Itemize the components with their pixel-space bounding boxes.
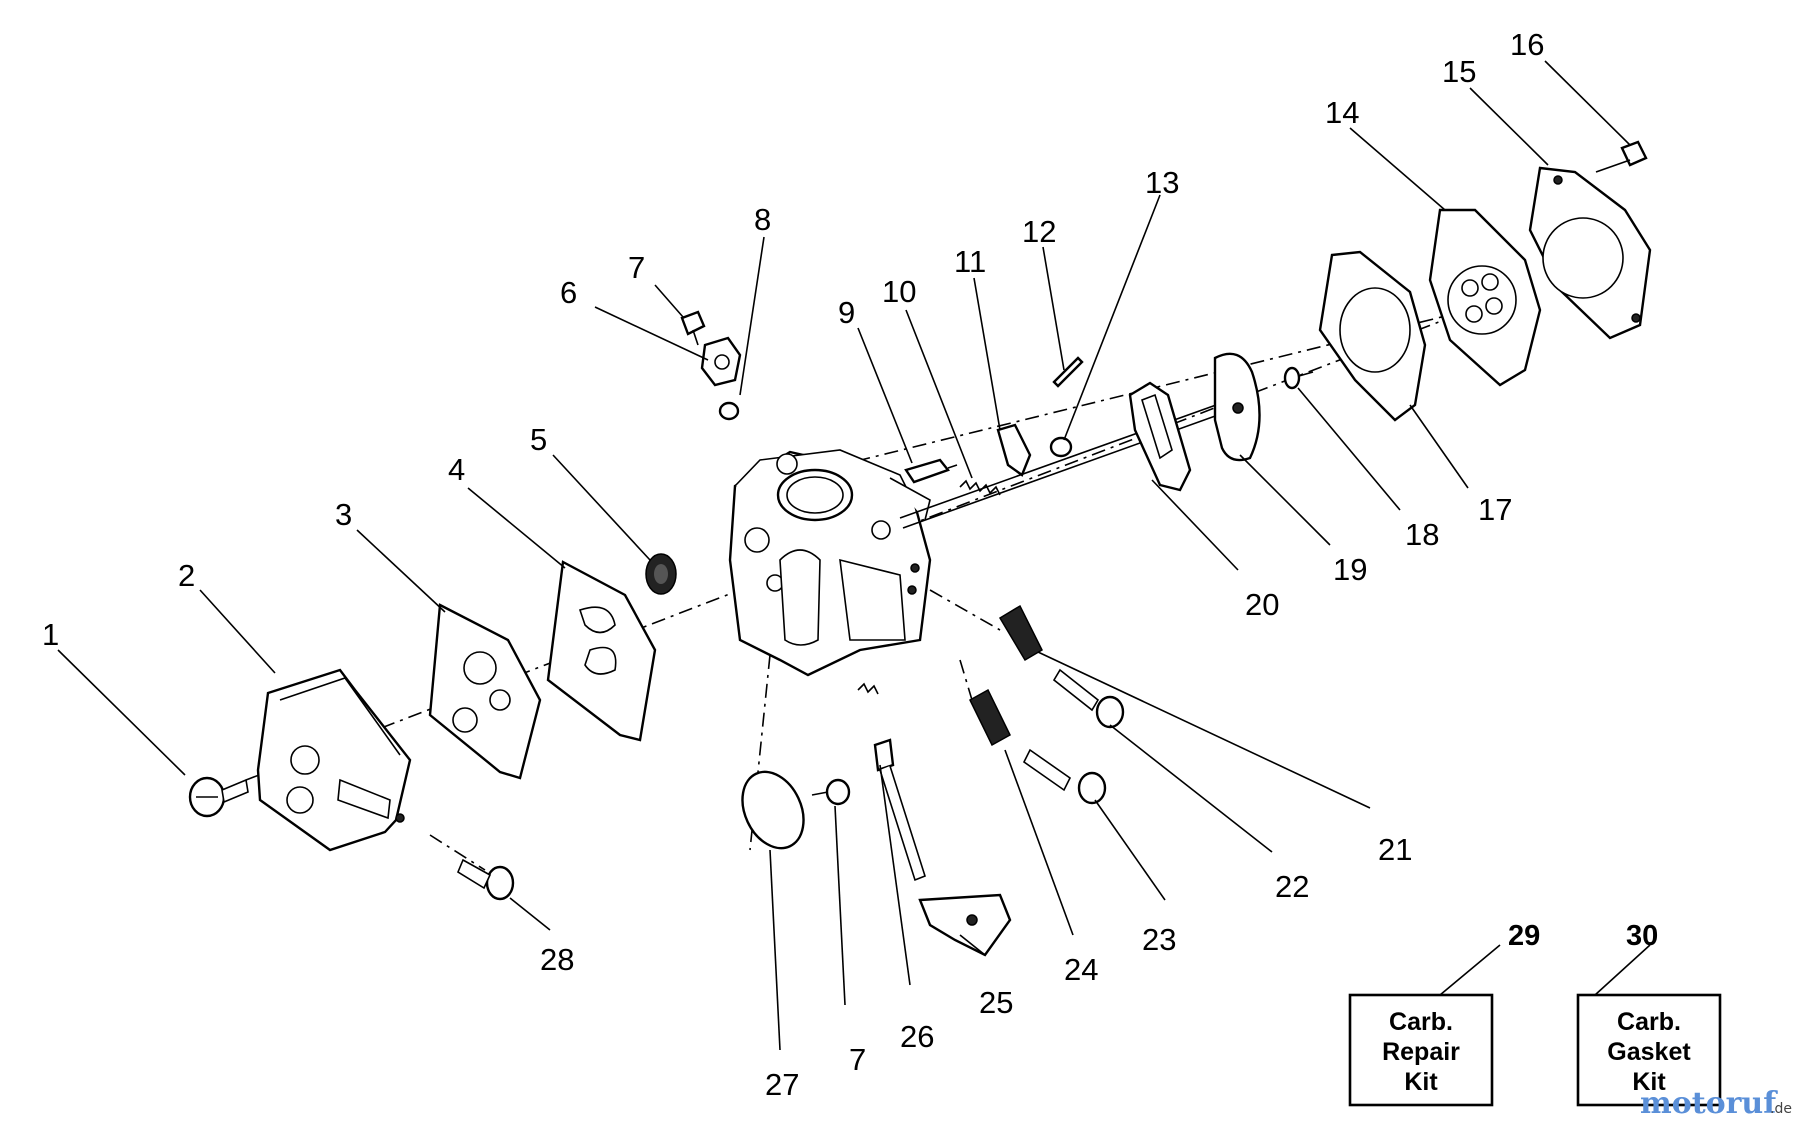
callout-11: 11 bbox=[954, 244, 986, 279]
callout-27: 27 bbox=[765, 1067, 799, 1102]
part-11-lever bbox=[996, 423, 1032, 477]
part-4-gasket bbox=[546, 560, 657, 742]
kit-box-repair: Carb. Repair Kit bbox=[1348, 993, 1494, 1107]
callout-1: 1 bbox=[42, 617, 59, 652]
callout-2: 2 bbox=[178, 558, 195, 593]
part-10-spring bbox=[959, 479, 1001, 496]
leader-lines bbox=[57, 60, 1651, 1051]
callout-9: 9 bbox=[838, 295, 855, 330]
part-25-lever bbox=[918, 893, 1012, 957]
repair-kit-line-1: Carb. bbox=[1389, 1008, 1453, 1036]
part-27-washer bbox=[741, 770, 805, 850]
callout-14: 14 bbox=[1325, 95, 1359, 130]
callout-18: 18 bbox=[1405, 517, 1439, 552]
part-23-screw bbox=[1022, 748, 1107, 805]
part-17-gasket bbox=[1318, 250, 1427, 422]
part-16-screw bbox=[1595, 140, 1648, 173]
callout-8: 8 bbox=[754, 202, 771, 237]
callout-3: 3 bbox=[335, 497, 352, 532]
callout-19: 19 bbox=[1333, 552, 1367, 587]
gasket-kit-line-1: Carb. bbox=[1617, 1008, 1681, 1036]
callout-30: 30 bbox=[1626, 920, 1658, 952]
part-13-screw bbox=[1049, 436, 1073, 458]
callout-28: 28 bbox=[540, 942, 574, 977]
part-22-screw bbox=[1052, 668, 1125, 729]
callout-17: 17 bbox=[1478, 492, 1512, 527]
part-19-disc bbox=[1213, 352, 1261, 462]
callout-26: 26 bbox=[900, 1019, 934, 1054]
callout-12: 12 bbox=[1022, 214, 1056, 249]
part-2-cover bbox=[256, 668, 412, 852]
part-15-cover bbox=[1528, 166, 1652, 340]
watermark-logo: motoruf .de bbox=[1640, 1086, 1792, 1121]
part-8-ring bbox=[718, 401, 740, 421]
part-21-spring bbox=[998, 604, 1043, 662]
callout-labels: 1 2 3 4 5 6 7 8 9 10 11 12 13 14 15 16 1… bbox=[42, 27, 1658, 1102]
callout-7-top: 7 bbox=[628, 250, 645, 285]
callout-29: 29 bbox=[1508, 920, 1540, 952]
part-6-cap bbox=[700, 336, 742, 387]
callout-5: 5 bbox=[530, 422, 547, 457]
callout-6: 6 bbox=[560, 275, 577, 310]
repair-kit-line-3: Kit bbox=[1404, 1068, 1438, 1096]
callout-24: 24 bbox=[1064, 952, 1098, 987]
callout-21: 21 bbox=[1378, 832, 1412, 867]
callout-4: 4 bbox=[448, 452, 465, 487]
part-3-gasket bbox=[428, 603, 542, 780]
callout-20: 20 bbox=[1245, 587, 1279, 622]
repair-kit-line-2: Repair bbox=[1382, 1038, 1460, 1066]
gasket-kit-line-2: Gasket bbox=[1607, 1038, 1691, 1066]
callout-7-bottom: 7 bbox=[849, 1042, 866, 1077]
watermark-suffix: .de bbox=[1770, 1101, 1792, 1117]
part-28-screw bbox=[456, 858, 515, 901]
watermark-brand: motoruf bbox=[1640, 1086, 1778, 1121]
part-9-needle bbox=[904, 458, 958, 484]
part-7-screw-bottom bbox=[811, 778, 851, 806]
kit-box-gasket: Carb. Gasket Kit bbox=[1576, 993, 1722, 1107]
callout-10: 10 bbox=[882, 274, 916, 309]
callout-13: 13 bbox=[1145, 165, 1179, 200]
part-14-diaphragm bbox=[1428, 208, 1542, 387]
part-24-spring bbox=[969, 688, 1011, 747]
part-26-needle bbox=[857, 682, 926, 882]
callout-25: 25 bbox=[979, 985, 1013, 1020]
part-1-screw bbox=[188, 776, 249, 818]
carburetor-body bbox=[728, 449, 932, 677]
part-5-screen bbox=[645, 553, 677, 595]
part-7-screw-top bbox=[680, 310, 706, 346]
part-20-plate bbox=[1128, 381, 1192, 492]
callout-16: 16 bbox=[1510, 27, 1544, 62]
callout-22: 22 bbox=[1275, 869, 1309, 904]
part-18-screw bbox=[1283, 366, 1314, 390]
callout-15: 15 bbox=[1442, 54, 1476, 89]
callout-23: 23 bbox=[1142, 922, 1176, 957]
gasket-kit-line-3: Kit bbox=[1632, 1068, 1666, 1096]
part-12-pin bbox=[1052, 356, 1084, 388]
